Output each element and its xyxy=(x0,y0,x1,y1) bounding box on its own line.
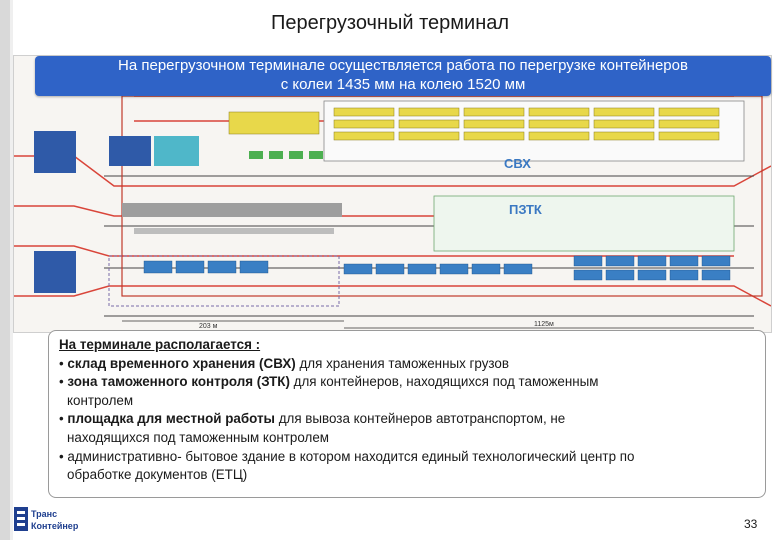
building-etc xyxy=(154,136,199,166)
company-logo: Транс Контейнер xyxy=(14,505,92,533)
left-decor-bar-light xyxy=(10,0,13,540)
logo-svg: Транс Контейнер xyxy=(14,507,79,531)
platform-grey-2 xyxy=(134,228,334,234)
banner-line-1: На перегрузочном терминале осуществляетс… xyxy=(118,57,688,74)
green-containers xyxy=(249,151,323,159)
platform-grey-1 xyxy=(122,203,342,217)
info-item-continuation: обработке документов (ЕТЦ) xyxy=(67,467,248,483)
terminal-plan-diagram: СВХ ПЗТК 203 м 1125м xyxy=(13,55,772,333)
info-item-continuation: контролем xyxy=(67,392,134,408)
info-item-continuation: находящихся под таможенным контролем xyxy=(67,429,329,445)
perimeter-boundary xyxy=(121,95,763,297)
info-item-text: для хранения таможенных грузов xyxy=(295,355,509,371)
blue-container-rows xyxy=(143,255,731,281)
building-left-top xyxy=(34,131,76,173)
info-item-bold: площадка для местной работы xyxy=(67,411,275,427)
info-heading: На терминале располагается : xyxy=(59,337,261,352)
pztk-zone xyxy=(433,195,735,252)
yellow-container-rows xyxy=(228,107,720,141)
pztk-label: ПЗТК xyxy=(509,202,542,217)
dimension-label-2: 1125м xyxy=(534,321,554,328)
logo-line-1: Транс xyxy=(31,509,57,519)
info-item-local-work: • площадка для местной работы для вывоза… xyxy=(59,411,566,427)
info-item-text: административно- бытовое здание в которо… xyxy=(67,448,635,464)
info-item-text: для контейнеров, находящихся под таможен… xyxy=(289,374,599,390)
terminal-plan-svg: СВХ ПЗТК 203 м 1125м xyxy=(14,95,771,330)
terminal-info-box: На терминале располагается : • склад вре… xyxy=(48,330,766,498)
info-item-svh: • склад временного хранения (СВХ) для хр… xyxy=(59,355,509,371)
info-item-bold: склад временного хранения (СВХ) xyxy=(67,355,296,371)
banner-line-2: с колеи 1435 мм на колею 1520 мм xyxy=(280,76,526,93)
page-title: Перегрузочный терминал xyxy=(270,12,510,34)
info-item-bold: зона таможенного контроля (ЗТК) xyxy=(67,374,290,390)
page-number: 33 xyxy=(744,517,758,531)
info-item-text: для вывоза контейнеров автотранспортом, … xyxy=(274,411,566,427)
info-item-admin-building: • административно- бытовое здание в кото… xyxy=(59,448,635,464)
building-admin xyxy=(109,136,151,166)
building-left-bottom xyxy=(34,251,76,293)
info-banner: На перегрузочном терминале осуществляетс… xyxy=(35,56,771,96)
dimension-label-1: 203 м xyxy=(199,323,218,330)
storage-area-hatched xyxy=(108,255,340,307)
left-decor-bar xyxy=(0,0,10,540)
logo-line-2: Контейнер xyxy=(31,521,79,531)
info-item-ztk: • зона таможенного контроля (ЗТК) для ко… xyxy=(59,374,599,390)
svh-label: СВХ xyxy=(504,156,531,171)
